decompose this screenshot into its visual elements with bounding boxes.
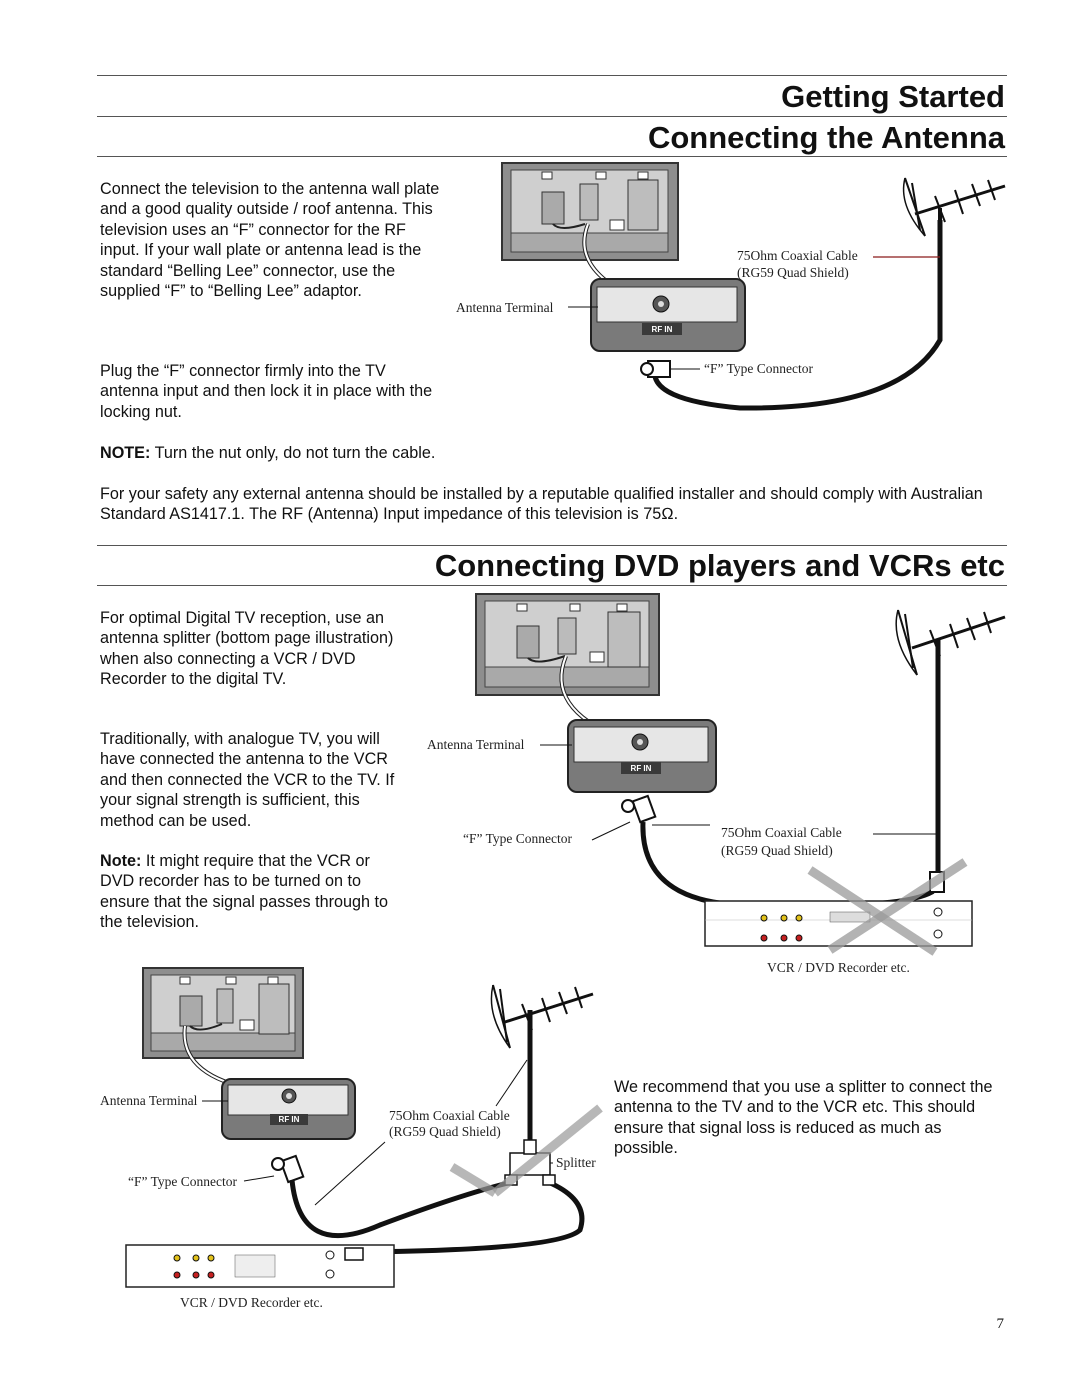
heading-connecting-antenna: Connecting the Antenna <box>647 120 1005 155</box>
note-text: Turn the nut only, do not turn the cable… <box>150 444 436 462</box>
antenna-terminal-caption: Antenna Terminal <box>456 300 554 315</box>
rf-in-label: RF IN <box>652 325 673 334</box>
top-rule <box>97 75 1007 76</box>
splitter-recommendation: We recommend that you use a splitter to … <box>614 1078 993 1158</box>
heading-rule <box>97 585 1007 586</box>
note-text: It might require that the VCR or DVD rec… <box>100 852 388 932</box>
splitter-caption: Splitter <box>556 1155 596 1170</box>
f-connector-caption: “F” Type Connector <box>704 361 814 376</box>
f-connector-caption: “F” Type Connector <box>463 831 573 846</box>
dvd-note: Note: It might require that the VCR or D… <box>100 851 405 933</box>
recorder-caption: VCR / DVD Recorder etc. <box>767 960 910 975</box>
antenna-note: NOTE: Turn the nut only, do not turn the… <box>100 443 600 463</box>
cable-caption-line1: 75Ohm Coaxial Cable <box>737 248 858 263</box>
page-number: 7 <box>996 1316 1005 1332</box>
heading-rule <box>97 545 1007 546</box>
note-label: Note: <box>100 852 142 870</box>
antenna-terminal-caption: Antenna Terminal <box>427 737 525 752</box>
antenna-intro-paragraph: Connect the television to the antenna wa… <box>100 180 440 301</box>
note-label: NOTE: <box>100 444 151 462</box>
cable-caption-line2: (RG59 Quad Shield) <box>737 265 849 280</box>
antenna-terminal-caption: Antenna Terminal <box>100 1093 198 1108</box>
cable-caption-line2: (RG59 Quad Shield) <box>721 843 833 858</box>
cable-caption-line2: (RG59 Quad Shield) <box>389 1124 501 1139</box>
recorder-caption: VCR / DVD Recorder etc. <box>180 1295 323 1310</box>
antenna-plug-paragraph: Plug the “F” connector firmly into the T… <box>100 362 433 421</box>
rf-in-label: RF IN <box>279 1115 300 1124</box>
safety-paragraph: For your safety any external antenna sho… <box>100 485 983 524</box>
cable-caption-line1: 75Ohm Coaxial Cable <box>389 1108 510 1123</box>
f-connector-caption: “F” Type Connector <box>128 1174 238 1189</box>
dvd-traditional-paragraph: Traditionally, with analogue TV, you wil… <box>100 730 395 830</box>
heading-rule <box>97 156 1007 157</box>
cable-caption-line1: 75Ohm Coaxial Cable <box>721 825 842 840</box>
heading-connecting-dvd: Connecting DVD players and VCRs etc <box>434 548 1005 583</box>
rf-in-label: RF IN <box>631 764 652 773</box>
dvd-intro-paragraph: For optimal Digital TV reception, use an… <box>100 609 394 689</box>
heading-getting-started: Getting Started <box>781 79 1005 114</box>
heading-rule <box>97 116 1007 117</box>
